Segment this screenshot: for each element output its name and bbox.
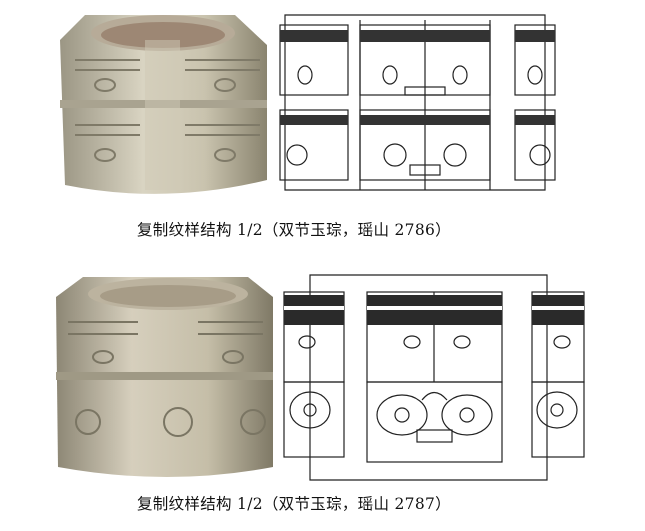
jade-cong-photo-2787 [56,277,273,477]
pattern-drawing-2787 [283,274,585,481]
figure-caption: 复制纹样结构 1/2（双节玉琮，瑶山 2787） [137,495,451,513]
pattern-drawing-2786 [279,14,556,191]
jade-cong-photo-2786 [60,15,267,194]
figure-caption: 复制纹样结构 1/2（双节玉琮，瑶山 2786） [137,221,451,239]
